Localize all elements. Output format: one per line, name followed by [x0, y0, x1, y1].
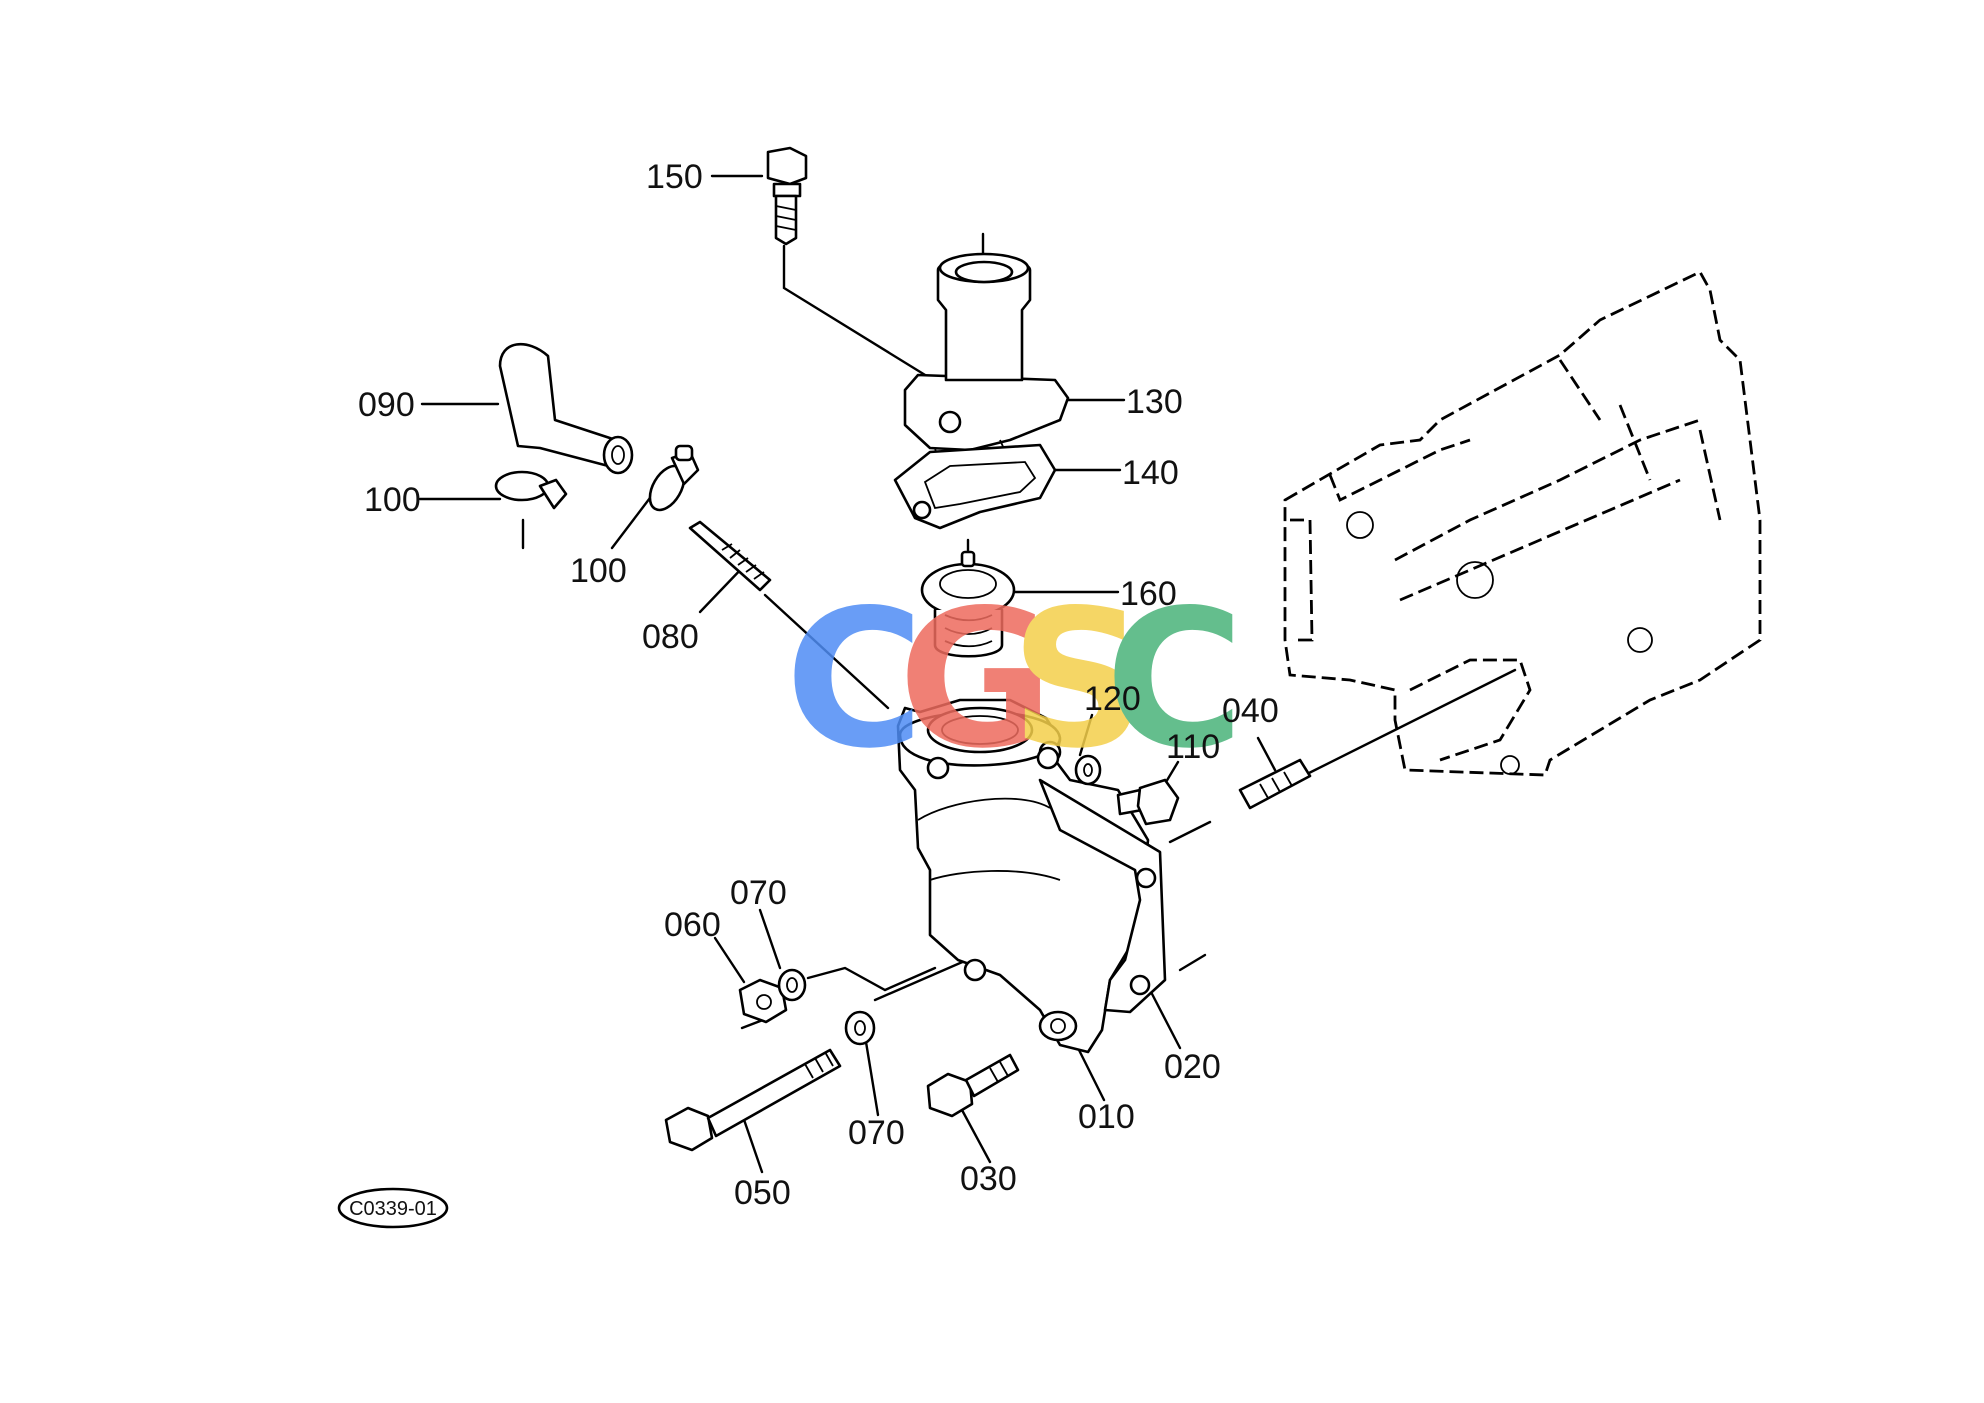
gasket-140 — [893, 443, 1057, 530]
callout-140: 140 — [1122, 454, 1179, 492]
callout-020: 020 — [1164, 1048, 1221, 1086]
callout-090: 090 — [358, 386, 415, 424]
bolt-050 — [664, 1048, 842, 1152]
callout-040: 040 — [1222, 692, 1279, 730]
thermostat-160 — [920, 550, 1016, 658]
engine-block — [1283, 270, 1762, 777]
callout-labels: 150 130 140 160 090 100 100 080 120 110 … — [358, 158, 1279, 1212]
hose-090 — [498, 342, 634, 475]
diagram-code-badge: C0339-01 — [337, 1187, 449, 1229]
callout-010: 010 — [1078, 1098, 1135, 1136]
gasket-020 — [1036, 746, 1167, 1014]
callout-050: 050 — [734, 1174, 791, 1212]
callout-070-lower: 070 — [848, 1114, 905, 1152]
callout-100-left: 100 — [364, 481, 421, 519]
diagram-code: C0339-01 — [349, 1198, 437, 1220]
washer-070-upper — [777, 968, 807, 1002]
callout-130: 130 — [1126, 383, 1183, 421]
bolt-110 — [1116, 778, 1180, 826]
callout-100-right: 100 — [570, 552, 627, 590]
watermark-letter-c1: C — [785, 569, 924, 790]
watermark: C G S C — [785, 569, 1244, 790]
washer-120 — [1074, 754, 1102, 786]
bolt-150 — [766, 146, 808, 246]
watermark-letter-c2: C — [1105, 569, 1244, 790]
clamp-100-left — [494, 470, 568, 510]
callout-060: 060 — [664, 906, 721, 944]
nut-060 — [738, 978, 788, 1024]
callout-030: 030 — [960, 1160, 1017, 1198]
callout-070-upper: 070 — [730, 874, 787, 912]
watermark-letter-s: S — [1010, 569, 1147, 790]
callout-150: 150 — [646, 158, 703, 196]
callout-080: 080 — [642, 618, 699, 656]
stud-040 — [1238, 758, 1312, 810]
watermark-letter-g: G — [898, 569, 1054, 790]
thermostat-cover-130 — [903, 252, 1070, 471]
clamp-100-right — [648, 444, 700, 512]
callout-120: 120 — [1084, 680, 1141, 718]
pipe-080 — [688, 520, 772, 592]
water-flange-010 — [896, 698, 1150, 1054]
callout-160: 160 — [1120, 575, 1177, 613]
leader-lines — [418, 174, 1517, 1174]
callout-110: 110 — [1166, 728, 1220, 766]
bolt-030 — [926, 1053, 1020, 1118]
washer-070-lower — [844, 1010, 876, 1046]
